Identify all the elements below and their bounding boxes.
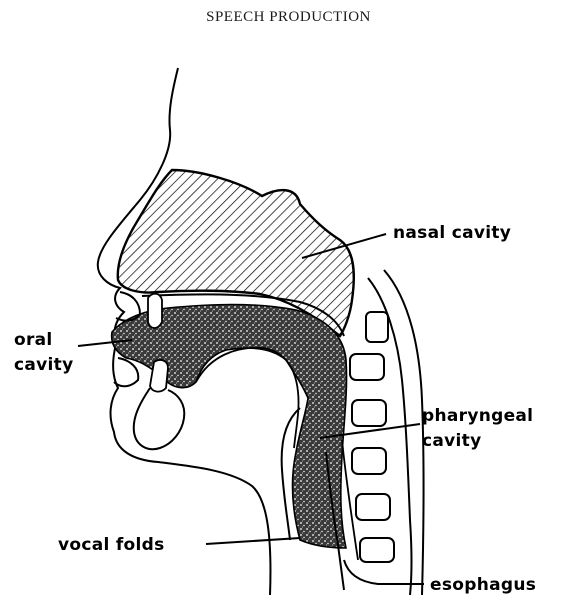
upper-teeth	[148, 294, 162, 328]
nasal-cavity-label: nasal cavity	[393, 223, 511, 243]
vertebra	[366, 312, 388, 342]
tongue-outline	[196, 348, 299, 448]
vertebra	[356, 494, 390, 520]
oral-cavity-label-line2: cavity	[14, 355, 73, 375]
vertebra	[352, 448, 386, 474]
spine-outline	[368, 278, 412, 595]
pharyngeal-cavity-label-line1: pharyngeal	[422, 406, 533, 426]
vocal-folds-label: vocal folds	[58, 535, 165, 555]
lower-lip	[114, 358, 138, 386]
vocal-folds-leader	[206, 538, 300, 544]
vertebra	[360, 538, 394, 562]
pharyngeal-cavity-label-line2: cavity	[422, 431, 481, 451]
vocal-tract-region	[112, 305, 347, 549]
mandible-outline	[134, 388, 185, 449]
lower-teeth	[150, 360, 168, 392]
oral-cavity-label-line1: oral	[14, 330, 53, 350]
vertebra	[350, 354, 384, 380]
esophagus-label: esophagus	[430, 575, 536, 595]
vertebra	[352, 400, 386, 426]
